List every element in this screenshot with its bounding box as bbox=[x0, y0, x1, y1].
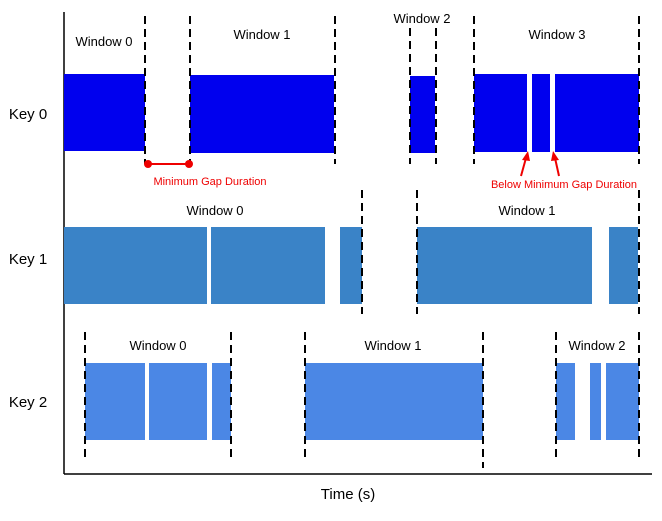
key-2-label: Key 2 bbox=[9, 394, 47, 411]
key-0-event-block bbox=[64, 74, 145, 151]
key-0-window-1-label: Window 1 bbox=[233, 27, 290, 42]
key-2-event-block bbox=[212, 363, 231, 440]
key-0-label: Key 0 bbox=[9, 106, 47, 123]
key-0-event-block bbox=[410, 76, 435, 153]
key-2-event-block bbox=[149, 363, 207, 440]
key-2-window-boundaries bbox=[84, 332, 640, 468]
key-1-window-0-label: Window 0 bbox=[186, 203, 243, 218]
below-min-gap-arrowhead bbox=[551, 151, 559, 161]
key-2-event-block bbox=[85, 363, 145, 440]
key-2-window-0-label: Window 0 bbox=[129, 338, 186, 353]
below-min-gap-arrow-shaft bbox=[520, 157, 527, 177]
key-2-event-block bbox=[606, 363, 639, 440]
key-1-row bbox=[64, 227, 638, 304]
key-2-event-block bbox=[305, 363, 483, 440]
key-0-event-block bbox=[474, 74, 527, 152]
below-min-gap-annotation: Below Minimum Gap Duration bbox=[491, 151, 637, 191]
key-1-window-boundaries bbox=[361, 190, 640, 314]
key-0-window-3-label: Window 3 bbox=[528, 27, 585, 42]
min-gap-endpoint bbox=[185, 160, 193, 168]
key-0-event-block bbox=[190, 75, 334, 153]
key-0-row bbox=[64, 74, 639, 153]
below-min-gap-arrowhead bbox=[522, 151, 530, 161]
key-0-event-block bbox=[532, 74, 550, 152]
key-2-window-1-label: Window 1 bbox=[364, 338, 421, 353]
min-gap-endpoint bbox=[144, 160, 152, 168]
key-2-row bbox=[85, 363, 639, 440]
key-2-event-block bbox=[556, 363, 575, 440]
key-1-event-block bbox=[64, 227, 207, 304]
key-0-event-block bbox=[555, 74, 639, 152]
x-axis-label: Time (s) bbox=[321, 486, 375, 503]
key-1-window-1-label: Window 1 bbox=[498, 203, 555, 218]
min-gap-label: Minimum Gap Duration bbox=[153, 176, 266, 188]
key-1-event-block bbox=[609, 227, 638, 304]
min-gap-annotation: Minimum Gap Duration bbox=[144, 160, 267, 188]
below-min-gap-arrow-shaft bbox=[554, 157, 560, 177]
key-1-event-block bbox=[211, 227, 325, 304]
key-1-label: Key 1 bbox=[9, 251, 47, 268]
key-0-window-0-label: Window 0 bbox=[75, 34, 132, 49]
key-1-event-block bbox=[340, 227, 362, 304]
key-2-event-block bbox=[590, 363, 601, 440]
key-2-window-2-label: Window 2 bbox=[568, 338, 625, 353]
key-1-event-block bbox=[417, 227, 592, 304]
key-0-window-boundaries bbox=[144, 16, 640, 164]
below-min-gap-label: Below Minimum Gap Duration bbox=[491, 179, 637, 191]
key-0-window-2-label: Window 2 bbox=[393, 11, 450, 26]
